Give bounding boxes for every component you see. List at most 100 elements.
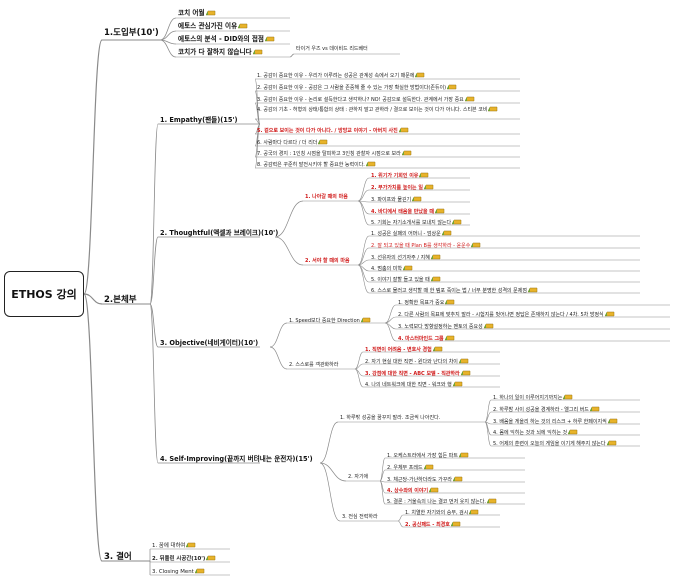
thoughtful-item[interactable]: 5. 이야기 잘할 들고 있을 때 <box>371 276 441 283</box>
self-item[interactable]: 3. 체근당-가난하더라도 가꾸라 <box>387 476 463 483</box>
pencil-icon <box>419 172 429 178</box>
pencil-icon <box>428 487 439 493</box>
intro-item[interactable]: 코치가 다 잘하지 않습니다 <box>178 49 263 56</box>
pencil-icon <box>527 287 538 293</box>
thoughtful-item[interactable]: 2. 부가가치를 높이는 일 <box>371 184 434 191</box>
pencil-icon <box>398 127 409 133</box>
pencil-icon <box>401 150 412 156</box>
objective-item[interactable]: 4. 마스터마인드 그룹 <box>398 335 455 342</box>
intro-item[interactable]: 에토스의 분석 - DID와의 접점 <box>178 36 275 43</box>
connector <box>384 322 397 342</box>
thoughtful-item[interactable]: 6. 스스로 물러고 생각할 때 한 템포 죽이는 법 / 너무 분명한 성격의… <box>371 287 538 294</box>
topic-self-improving[interactable]: 4. Self-Improving(끝까지 버텨내는 운전자)(15') <box>160 455 313 463</box>
self-item[interactable]: 4. 상수와의 이야기 <box>387 487 439 494</box>
empathy-item[interactable]: 2. 공감이 중요한 이유 - 공감은 그 사람을 존중해 줄 수 있는 가장 … <box>257 84 457 91</box>
self-item[interactable]: 2. 하루밤 사이 성공을 경계하라 - 엘그리 버드 <box>493 406 600 413</box>
pencil-icon <box>430 276 441 282</box>
intro-item[interactable]: 에토스 관심가진 이유 <box>178 23 248 30</box>
section-intro[interactable]: 1.도입부(10') <box>104 28 159 38</box>
thoughtful-item[interactable]: 4. 멈춤의 미학 <box>371 265 413 272</box>
pencil-icon <box>365 161 376 167</box>
connector <box>319 462 347 482</box>
self-item[interactable]: 1. 하나의 일이 이루어지기까지는 <box>493 394 573 401</box>
connector <box>357 189 370 202</box>
pencil-icon <box>488 106 498 112</box>
thoughtful-item[interactable]: 2. 잘 되고 있을 때 Plan B를 생각하라 - 윤운수 <box>371 242 481 249</box>
empathy-item[interactable]: 6. 사람마다 다르다 / 더 리더 <box>257 139 328 146</box>
pencil-icon <box>423 464 434 470</box>
intro-item[interactable]: 코치 어월 <box>178 10 216 17</box>
self-item[interactable]: 3. 배움을 게을리 하는 것의 리스크 + 하루 한페이지씩 <box>493 418 618 425</box>
thoughtful-item[interactable]: 3. 파이프와 물긷기 <box>371 196 422 203</box>
empathy-item[interactable]: 3. 공감이 중요한 이유 - 논리로 설득한다고 생각하나? NO! 공감으로… <box>257 96 475 103</box>
connector <box>274 200 304 238</box>
section-body[interactable]: 2.본체부 <box>104 295 137 305</box>
topic-objective[interactable]: 3. Objective(네비게이터)(10') <box>160 339 259 347</box>
closing-item[interactable]: 1. 꿈에 대하여 <box>152 542 196 549</box>
self-group-selflove[interactable]: 2. 자기애 <box>348 474 369 480</box>
pencil-icon <box>606 440 617 446</box>
empathy-item-highlight[interactable]: 5. 겉으로 보이는 것이 다가 아니다. / 방망교 이야기 - 아버지 사진 <box>257 127 409 134</box>
pencil-icon <box>562 394 573 400</box>
pencil-icon <box>458 452 469 458</box>
pencil-icon <box>423 184 434 190</box>
empathy-item[interactable]: 8. 공감력은 꾸준히 발전시키야 할 중요한 능력이다. <box>257 161 376 168</box>
section-closing[interactable]: 3. 결어 <box>104 552 132 562</box>
topic-empathy[interactable]: 1. Empathy(팬들)(15') <box>160 116 238 124</box>
objective-item[interactable]: 2. 다른 사람의 목표에 맞추지 말라 - 시험지를 벗어나면 정답은 존재하… <box>398 311 615 318</box>
connector <box>397 520 404 528</box>
closing-item[interactable]: 3. Closing Ment <box>152 568 205 575</box>
objective-item[interactable]: 3. 강점에 대한 직면 - ABC 모델 - 직관하라 <box>365 370 471 377</box>
objective-item[interactable]: 4. 나의 네트워크에 대한 직면 - 워크와 행 <box>365 381 463 388</box>
self-group-dedicate[interactable]: 3. 전심 전력하라 <box>342 514 378 520</box>
self-item[interactable]: 4. 몸에 익히는 것과 뇌에 익히는 것 <box>493 429 578 436</box>
root-node[interactable]: ETHOS 강의 <box>4 271 84 317</box>
topic-thoughtful[interactable]: 2. Thoughtful(액셀과 브레이크)(10') <box>160 229 279 237</box>
thoughtful-group-go[interactable]: 1. 나아갈 때의 마음 <box>305 194 348 200</box>
objective-item[interactable]: 1. 직면이 어려움 - 변호사 경험 <box>365 346 443 353</box>
thoughtful-item[interactable]: 1. 성공은 실패의 어머니 - 엄상운 <box>371 230 452 237</box>
connector <box>357 177 370 202</box>
self-item[interactable]: 2. 우체부 프레드 <box>387 464 434 471</box>
self-item[interactable]: 5. 어제의 훈련이 오늘의 게임을 이기게 해주지 않는다 <box>493 440 617 447</box>
empathy-item[interactable]: 7. 공국의 경지 : 1인칭 시점을 탈피하고 3인칭 관찰자 시점으로 보라 <box>257 150 412 157</box>
connector <box>384 304 397 324</box>
thoughtful-item[interactable]: 1. 위기가 기회인 이유 <box>371 172 429 179</box>
thoughtful-item[interactable]: 4. 바디에서 태움을 만났을 때 <box>371 208 445 215</box>
pencil-icon <box>464 96 475 102</box>
connector <box>379 480 386 505</box>
self-item[interactable]: 1. 치열한 자기와의 승부, 검시 <box>405 509 479 516</box>
pencil-icon <box>441 230 452 236</box>
thoughtful-item[interactable]: 3. 선유자의 선기자주 / 지혜 <box>371 254 441 261</box>
connector <box>274 236 304 266</box>
pencil-icon <box>411 196 422 202</box>
connector <box>289 53 295 58</box>
self-item[interactable]: 5. 결론 : 거울속의 나는 결코 먼저 웃지 않는다. <box>387 498 497 505</box>
intro-subitem[interactable]: 타이거 우즈 vs 데이비드 리드베터 <box>296 46 368 52</box>
pencil-icon <box>607 418 618 424</box>
pencil-icon <box>185 542 196 548</box>
objective-item[interactable]: 2. 자기 현실 대한 직면 - 윈다와 냔다의 차이 <box>365 358 469 365</box>
root-label: ETHOS 강의 <box>11 288 77 301</box>
empathy-item[interactable]: 1. 공감이 중요한 이유 - 우리가 이루려는 성공은 관계성 속에서 오기 … <box>257 72 425 79</box>
objective-group-objectify[interactable]: 2. 스스로를 객관화하라 <box>289 362 339 368</box>
pencil-icon <box>402 265 413 271</box>
objective-item[interactable]: 1. 정확한 목표가 중요 <box>398 299 455 306</box>
self-item[interactable]: 1. 오케스트라에서 가장 힘든 파트 <box>387 452 469 459</box>
objective-item[interactable]: 3. 노력보다 방향설정하는 멘토의 중요성 <box>398 323 494 330</box>
objective-group-direction[interactable]: 1. Speed보다 중요한 Direction <box>289 317 371 324</box>
self-item[interactable]: 2. 공신패드 - 최경호 <box>405 521 461 528</box>
connector <box>384 316 397 324</box>
empathy-item[interactable]: 4. 공감의 기초 - 허형의 상태/통합의 상태 : 관하지 말고 관하라 /… <box>257 106 507 113</box>
connector <box>379 469 386 482</box>
pencil-icon <box>460 370 471 376</box>
self-group-gradual[interactable]: 1. 하루밖 성공을 꿈꾸지 말라. 조금씩 나아진다. <box>340 415 441 421</box>
connector <box>397 514 404 522</box>
closing-item[interactable]: 2. 뒤틀린 시공간(10') <box>152 555 216 562</box>
connector <box>354 351 364 370</box>
connector <box>354 368 364 388</box>
connector <box>484 399 492 423</box>
thoughtful-group-stop[interactable]: 2. 서야 할 때의 마음 <box>305 258 350 264</box>
thoughtful-item[interactable]: 5. 기회는 자기소개서를 보내지 않는다 <box>371 219 462 226</box>
pencil-icon <box>486 498 497 504</box>
